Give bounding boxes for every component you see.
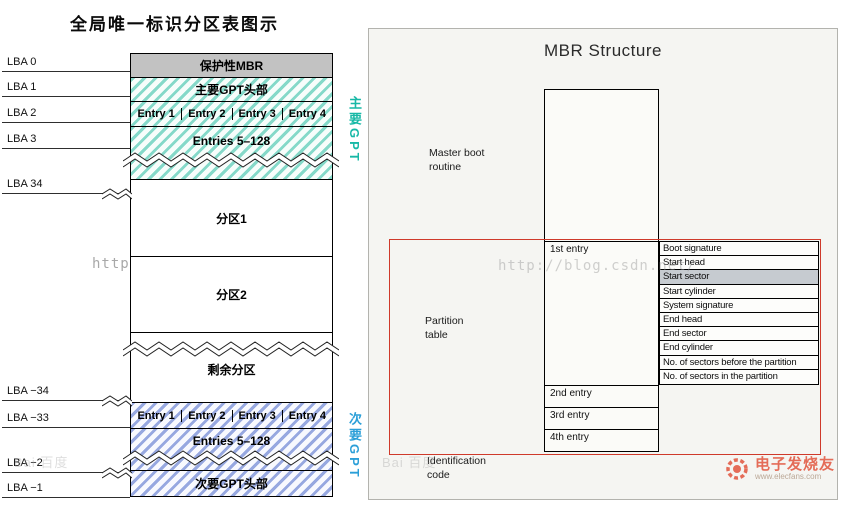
field-row: Start head	[660, 256, 818, 271]
third-entry-section: 3rd entry	[544, 407, 659, 430]
primary-gpt-side-label: 主要GPT	[347, 96, 362, 164]
master-boot-section	[544, 89, 659, 242]
field-row: Boot signature	[660, 242, 818, 257]
field-row: End head	[660, 313, 818, 328]
lba-line	[2, 193, 130, 194]
lba-label-minus33: LBA −33	[7, 412, 49, 424]
elecfans-url: www.elecfans.com	[754, 471, 822, 481]
lba-label-2: LBA 2	[7, 107, 37, 119]
lba-label-minus2: LBA −2	[7, 457, 43, 469]
lba-label-34: LBA 34	[7, 178, 43, 190]
block-partition-1: 分区1	[130, 179, 333, 257]
secondary-gpt-side-label: 次要GPT	[347, 412, 362, 480]
second-entry-section: 2nd entry	[544, 385, 659, 408]
block-secondary-entries-row: Entry 1 Entry 2 Entry 3 Entry 4	[130, 402, 333, 429]
entry-cell: Entry 4	[281, 409, 332, 422]
field-row: End cylinder	[660, 341, 818, 356]
entry-cell: Entry 2	[181, 108, 231, 120]
field-row: End sector	[660, 327, 818, 342]
entry-label-4: 4th entry	[550, 432, 589, 443]
entry-cell: Entry 4	[281, 108, 332, 120]
field-row: No. of sectors in the partition	[663, 371, 778, 383]
line-break-mark	[102, 467, 132, 479]
entry-cell: Entry 1	[137, 409, 175, 422]
entry-cell: Entry 1	[137, 108, 175, 120]
lba-line	[2, 497, 130, 498]
lba-line	[2, 400, 130, 401]
tear-break	[123, 450, 339, 466]
master-boot-label: Master boot routine	[429, 147, 485, 173]
field-row: Start sector	[660, 270, 818, 285]
field-row: System signature	[660, 299, 818, 313]
partition-table-label: Partition table	[425, 315, 464, 341]
baidu-watermark-left: Bai 百度	[14, 455, 69, 470]
entry-cell: Entry 3	[231, 108, 282, 120]
gpt-column: 保护性MBR 主要GPT头部 Entry 1 Entry 2 Entry 3 E…	[123, 53, 339, 497]
lba-line	[2, 122, 130, 123]
entry-label-3: 3rd entry	[550, 410, 590, 421]
field-row: No. of sectors before the partition	[660, 356, 818, 370]
block-primary-entries-row: Entry 1 Entry 2 Entry 3 Entry 4	[130, 101, 333, 127]
baidu-watermark-right: Bai 百度	[382, 455, 437, 470]
lba-line	[2, 427, 130, 428]
entry-fields-table: Boot signature Start head Start sector S…	[659, 241, 819, 385]
elecfans-name: 电子发烧友	[754, 455, 835, 473]
mbr-title: MBR Structure	[544, 41, 662, 60]
tear-break	[123, 152, 339, 168]
fourth-entry-section: 4th entry	[544, 429, 659, 452]
lba-label-1: LBA 1	[7, 81, 37, 93]
lba-label-minus34: LBA −34	[7, 385, 49, 397]
entry-cell: Entry 2	[181, 409, 231, 422]
lba-label-minus1: LBA −1	[7, 482, 43, 494]
block-partition-2: 分区2	[130, 256, 333, 333]
line-break-mark	[102, 188, 132, 200]
entry-label-2: 2nd entry	[550, 388, 592, 399]
entry-label-1: 1st entry	[550, 244, 589, 255]
gear-icon	[726, 458, 748, 480]
identification-code-label: Identification code	[427, 455, 486, 481]
lba-label-0: LBA 0	[7, 56, 37, 68]
block-primary-gpt-header: 主要GPT头部	[130, 77, 333, 102]
elecfans-watermark: 电子发烧友 www.elecfans.com	[724, 456, 835, 482]
block-secondary-gpt-header: 次要GPT头部	[130, 470, 333, 497]
line-break-mark	[102, 395, 132, 407]
lba-label-3: LBA 3	[7, 133, 37, 145]
field-row: Start cylinder	[660, 285, 818, 299]
tear-break	[123, 341, 339, 357]
gpt-diagram-title: 全局唯一标识分区表图示	[70, 15, 279, 34]
lba-line	[2, 71, 130, 72]
mbr-panel: MBR Structure 1st entry 2nd entry 3rd en…	[368, 28, 838, 500]
csdn-watermark-right: http://blog.csdn.net/	[498, 258, 697, 274]
block-primary-entries-rest: Entries 5–128	[130, 126, 333, 180]
lba-line	[2, 96, 130, 97]
block-protective-mbr: 保护性MBR	[130, 53, 333, 78]
lba-line	[2, 148, 130, 149]
entry-cell: Entry 3	[231, 409, 282, 422]
lba-line	[2, 472, 130, 473]
